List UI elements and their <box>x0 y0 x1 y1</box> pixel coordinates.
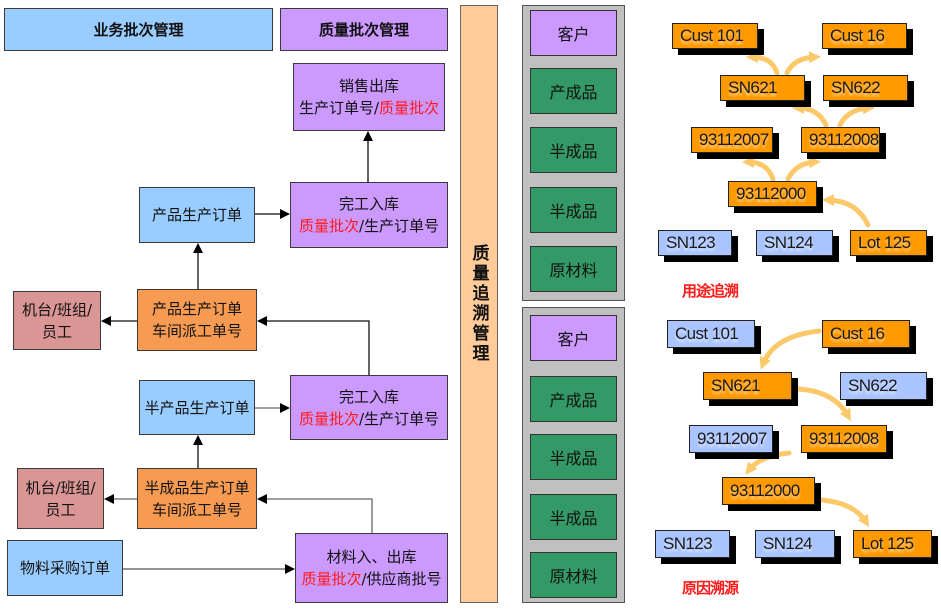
trace-node: SN123 <box>655 530 730 558</box>
level-item: 半成品 <box>530 187 617 233</box>
product-order-box: 产品生产订单 <box>139 187 255 243</box>
product-order-label: 产品生产订单 <box>151 206 242 224</box>
trace-node: 93112008 <box>801 127 880 153</box>
machine-team-line1: 机台/班组/ <box>21 300 93 319</box>
trace-node: SN622 <box>840 372 927 400</box>
quality-batch-header: 质量批次管理 <box>280 8 448 51</box>
material-in-out-box: 材料入、出库 质量批次/供应商批号 <box>295 533 448 603</box>
product-dispatch-line2: 车间派工单号 <box>151 322 242 340</box>
quality-batch-header-label: 质量批次管理 <box>318 20 409 39</box>
machine-team-box-2: 机台/班组/ 员工 <box>17 468 104 529</box>
semi-finished-in-title: 完工入库 <box>338 387 399 406</box>
semi-finished-in-keys: 质量批次/生产订单号 <box>299 408 439 430</box>
usage-trace-title: 用途追溯 <box>682 282 739 300</box>
level-item: 原材料 <box>530 552 617 598</box>
finished-goods-in-keys: 质量批次/生产订单号 <box>299 215 439 237</box>
traceability-management-bar: 质量追溯管理 <box>460 5 498 603</box>
trace-node: SN123 <box>658 230 732 256</box>
order-number-label: /生产订单号 <box>358 409 440 428</box>
level-item: 原材料 <box>530 246 617 292</box>
trace-arrow <box>819 497 870 528</box>
trace-arrow <box>784 51 821 76</box>
trace-node: Cust 101 <box>672 23 758 49</box>
trace-node: 93112008 <box>801 425 887 453</box>
level-item: 客户 <box>530 10 617 56</box>
trace-node: 93112000 <box>722 477 815 505</box>
level-stack-forward: 客户 产成品 半成品 半成品 原材料 <box>522 5 625 301</box>
trace-node: SN124 <box>755 530 835 558</box>
trace-node: 93112007 <box>689 425 773 453</box>
arrow-material-to-semi-dispatch <box>257 494 373 533</box>
machine-team-line1: 机台/班组/ <box>25 478 96 497</box>
material-in-out-keys: 质量批次/供应商批号 <box>301 568 441 590</box>
material-in-out-title: 材料入、出库 <box>326 548 417 566</box>
trace-node: SN124 <box>756 230 833 256</box>
traceability-management-label: 质量追溯管理 <box>468 244 489 364</box>
quality-batch-label: 质量批次 <box>298 409 359 428</box>
trace-node: Cust 16 <box>822 320 910 348</box>
level-item: 半成品 <box>530 434 617 480</box>
semi-dispatch-line1: 半成品生产订单 <box>144 478 250 497</box>
trace-node: 93112000 <box>728 181 817 207</box>
level-item: 半成品 <box>530 127 617 173</box>
quality-batch-label: 质量批次 <box>298 217 359 235</box>
finished-goods-in-box: 完工入库 质量批次/生产订单号 <box>290 182 448 248</box>
machine-team-line2: 员工 <box>41 322 72 341</box>
product-dispatch-line1: 产品生产订单 <box>151 300 242 318</box>
trace-node: SN622 <box>823 75 908 101</box>
trace-arrow <box>745 450 792 475</box>
trace-node: Cust 101 <box>667 320 755 348</box>
finished-goods-in-title: 完工入库 <box>338 195 399 213</box>
order-number-label: /生产订单号 <box>358 217 440 235</box>
quality-batch-label: 质量批次 <box>379 99 440 117</box>
semi-dispatch-box: 半成品生产订单 车间派工单号 <box>137 468 257 529</box>
arrow-semi-finished-to-product-dispatch <box>257 316 370 375</box>
order-number-label: 生产订单号/ <box>298 99 380 117</box>
trace-arrow <box>792 102 829 128</box>
sales-out-keys: 生产订单号/质量批次 <box>299 97 439 119</box>
trace-arrow <box>837 102 875 128</box>
level-item: 客户 <box>530 315 617 361</box>
level-item: 产成品 <box>530 376 617 422</box>
trace-arrow <box>746 51 780 76</box>
quality-batch-label: 质量批次 <box>301 570 362 588</box>
trace-node: Lot 125 <box>853 530 932 558</box>
semi-product-order-box: 半产品生产订单 <box>139 380 255 435</box>
supplier-batch-label: /供应商批号 <box>361 570 442 588</box>
level-stack-backward: 客户 产成品 半成品 半成品 原材料 <box>522 307 625 603</box>
trace-node: SN621 <box>720 75 805 101</box>
purchase-order-label: 物料采购订单 <box>19 559 110 577</box>
semi-dispatch-line2: 车间派工单号 <box>151 500 242 519</box>
trace-node: SN621 <box>703 372 792 400</box>
trace-arrow <box>785 156 821 182</box>
trace-arrow <box>822 194 871 228</box>
machine-team-box-1: 机台/班组/ 员工 <box>13 291 101 350</box>
level-item: 半成品 <box>530 494 617 540</box>
trace-node: 93112007 <box>691 127 773 153</box>
business-batch-header: 业务批次管理 <box>4 8 273 51</box>
root-cause-trace-title: 原因溯源 <box>682 579 739 597</box>
level-item: 产成品 <box>530 68 617 114</box>
trace-node: Cust 16 <box>822 23 907 49</box>
product-dispatch-box: 产品生产订单 车间派工单号 <box>137 289 257 351</box>
sales-out-box: 销售出库 生产订单号/质量批次 <box>293 63 445 131</box>
sales-out-title: 销售出库 <box>338 77 399 95</box>
semi-finished-in-box: 完工入库 质量批次/生产订单号 <box>290 375 448 440</box>
machine-team-line2: 员工 <box>45 500 76 519</box>
purchase-order-box: 物料采购订单 <box>7 540 123 596</box>
trace-arrow <box>759 328 822 370</box>
trace-node: Lot 125 <box>850 230 927 256</box>
semi-product-order-label: 半产品生产订单 <box>144 398 250 417</box>
business-batch-header-label: 业务批次管理 <box>93 20 184 39</box>
trace-arrow <box>742 156 776 182</box>
